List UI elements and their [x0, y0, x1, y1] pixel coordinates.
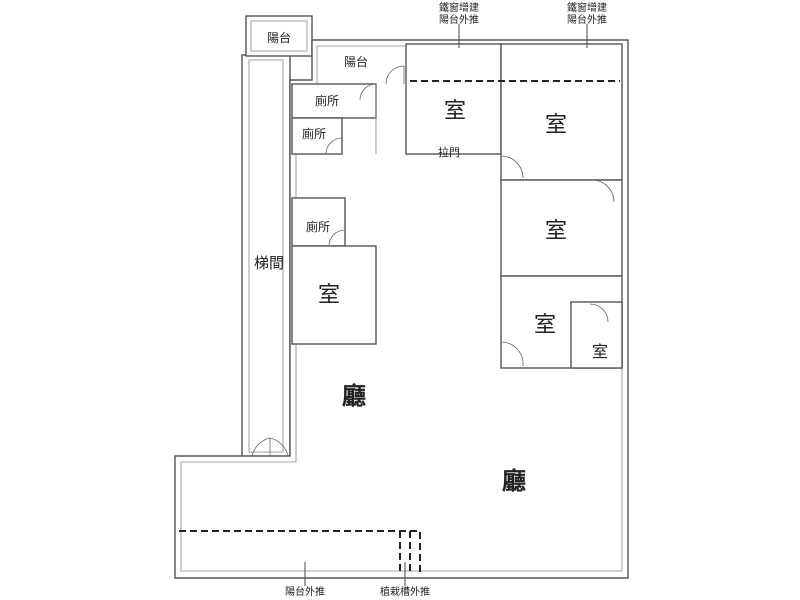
note-iron-window-1-line2: 陽台外推 [439, 13, 479, 26]
note-balcony-out: 陽台外推 [285, 585, 325, 598]
room-top-right-wall [500, 43, 623, 181]
door-arc [328, 229, 346, 247]
note-iron-window-2-line2: 陽台外推 [567, 13, 607, 26]
room-top-mid-label: 室 [444, 99, 466, 124]
door-arc [251, 437, 271, 457]
balcony-top-label: 陽台 [267, 30, 291, 45]
room-left-wall [291, 245, 377, 345]
room-right-mid-wall [500, 179, 623, 277]
balcony-top-inner [250, 20, 308, 52]
balcony-upper-label: 陽台 [344, 54, 368, 69]
toilet-1-label: 廁所 [315, 93, 339, 108]
room-right-mid-label: 室 [545, 219, 567, 244]
toilet-2-label: 廁所 [302, 126, 326, 141]
doors [251, 65, 615, 457]
room-left-label: 室 [318, 283, 340, 308]
room-small-wall [570, 301, 623, 369]
door-arc [500, 155, 524, 179]
door-arc [500, 341, 524, 367]
door-arc [359, 83, 377, 101]
room-right-low-label: 室 [534, 313, 556, 338]
room-small-label: 室 [592, 342, 608, 361]
door-arc [269, 437, 289, 457]
balcony-top-wall [245, 15, 313, 57]
toilet-3-label: 廁所 [306, 219, 330, 234]
living-1-label: 廳 [342, 381, 366, 410]
room-top-right-label: 室 [545, 113, 567, 138]
note-iron-window-1-line1: 鐵窗增建 [439, 1, 479, 14]
door-arc [385, 65, 405, 85]
sliding-door-label: 拉門 [438, 145, 460, 159]
planter-line [399, 531, 411, 572]
note-iron-window-2-line1: 鐵窗增建 [567, 1, 607, 14]
toilet-3-wall [291, 197, 346, 247]
room-top-mid-wall [405, 43, 502, 155]
dashed-additions [179, 80, 620, 572]
door-arc [325, 137, 343, 155]
door-arc [591, 179, 615, 203]
stair-inner [248, 59, 284, 453]
interior-rooms [291, 43, 623, 369]
labels: 陽台 陽台 廁所 廁所 廁所 梯間 室 室 室 室 室 室 廳 廳 拉門 鐵窗增… [254, 1, 608, 598]
toilet-1-wall [291, 83, 377, 119]
note-planter-out: 植栽槽外推 [380, 585, 430, 598]
stair-label: 梯間 [254, 254, 284, 272]
living-2-label: 廳 [502, 466, 526, 495]
balcony-out-line [179, 530, 421, 572]
stair-wall [241, 54, 291, 458]
door-arc [589, 303, 609, 323]
toilet-2-wall [291, 117, 343, 155]
leaders [304, 24, 588, 586]
